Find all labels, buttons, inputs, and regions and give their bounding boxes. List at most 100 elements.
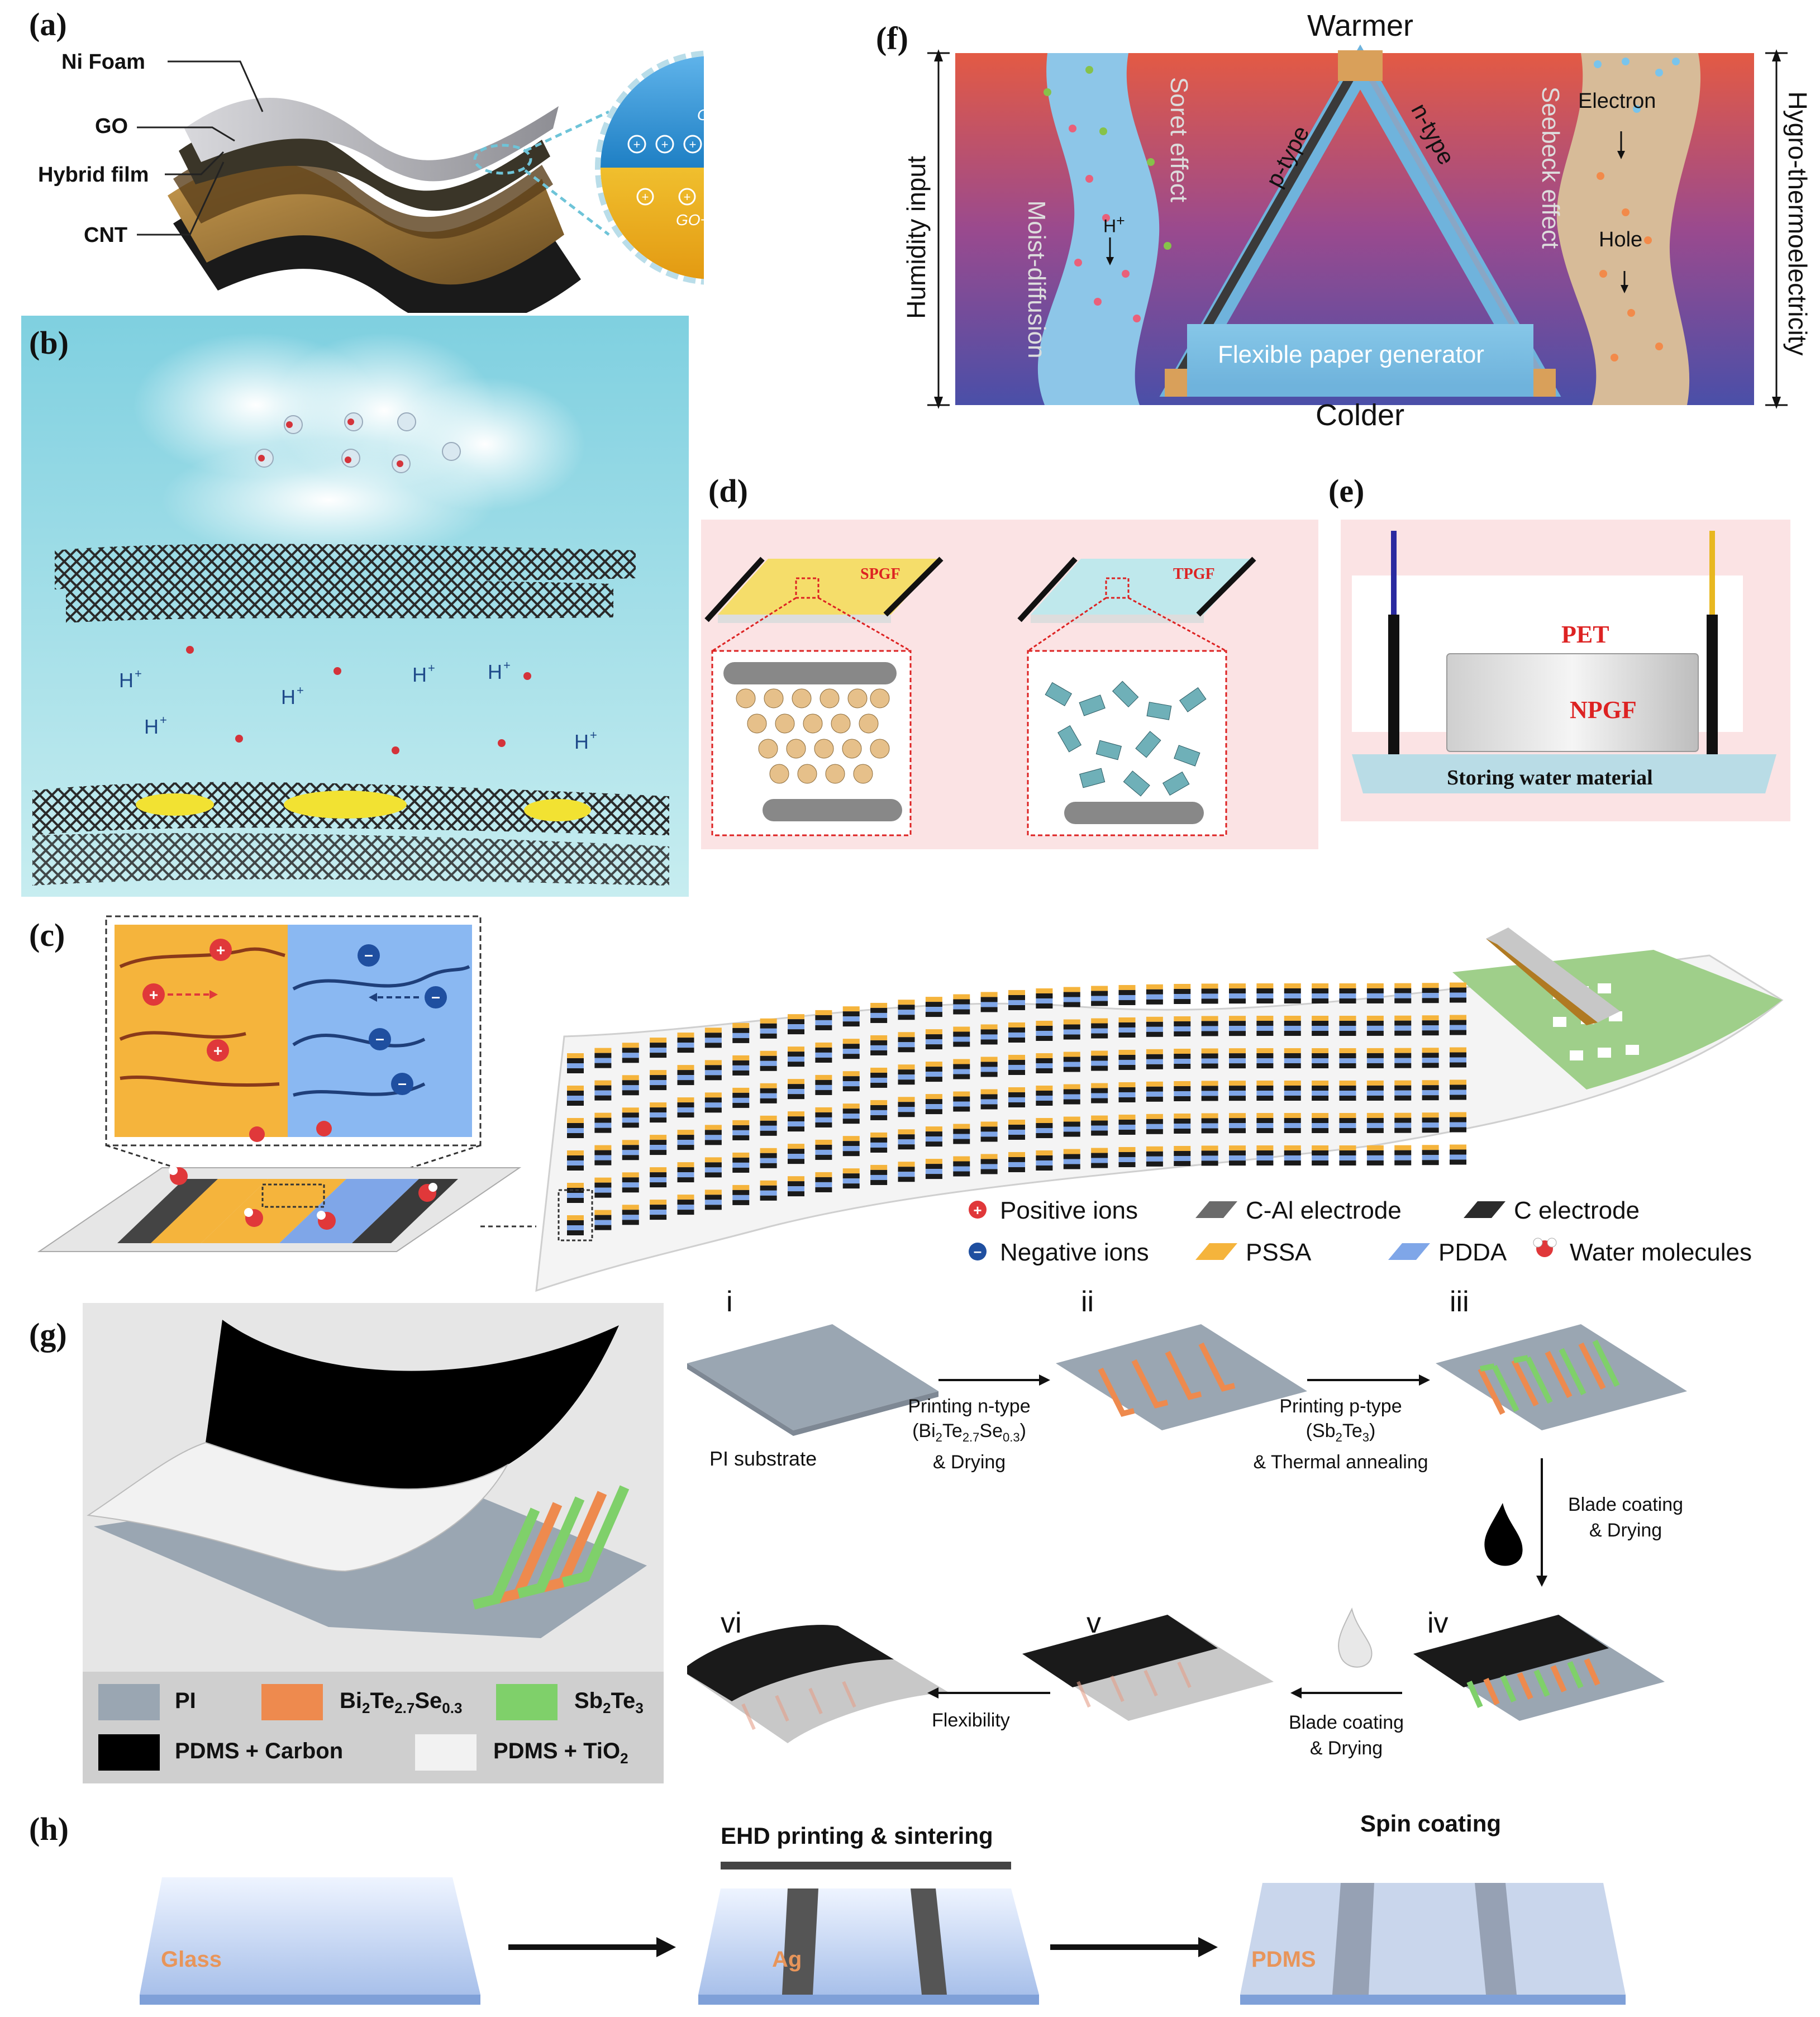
array-cell-layer — [1201, 1086, 1218, 1091]
step-vi: vi — [721, 1607, 742, 1639]
ag-label: Ag — [772, 1947, 802, 1972]
array-cell-layer — [1366, 1090, 1384, 1096]
array-cell-layer — [622, 1182, 639, 1188]
array-cell-layer — [1422, 1090, 1439, 1096]
array-cell-layer — [622, 1048, 639, 1053]
array-cell-layer — [925, 1067, 942, 1072]
array-cell-layer — [567, 1183, 584, 1188]
array-cell-layer — [870, 1072, 888, 1078]
array-cell-layer — [677, 1065, 694, 1071]
array-cell-layer — [760, 1130, 777, 1136]
array-cell-layer — [788, 1084, 804, 1090]
array-cell-layer — [622, 1053, 639, 1058]
array-cell-layer — [842, 1168, 860, 1174]
array-cell-layer — [1229, 983, 1246, 989]
array-cell-layer — [1118, 1087, 1136, 1092]
array-cell-layer — [1256, 983, 1274, 989]
array-cell-layer — [732, 1135, 750, 1140]
array-cell-layer — [898, 1010, 915, 1015]
panel-f-letter: (f) — [876, 20, 908, 56]
array-cell-layer — [622, 1145, 639, 1150]
array-cell-layer — [650, 1048, 667, 1053]
array-cell-layer — [567, 1086, 584, 1091]
panel-d-letter: (d) — [708, 473, 748, 509]
array-cell-layer — [1229, 1021, 1246, 1026]
array-cell-layer — [1063, 1089, 1080, 1095]
array-cell-layer — [1366, 998, 1384, 1003]
array-cell-layer — [870, 1105, 888, 1110]
array-cell-layer — [704, 1070, 722, 1076]
array-cell-layer — [1284, 1128, 1301, 1133]
array-cell-layer — [594, 1090, 612, 1096]
array-cell-layer — [1174, 1058, 1191, 1064]
array-cell-layer — [732, 1033, 750, 1038]
array-cell-layer — [1174, 983, 1191, 989]
array-cell-layer — [1118, 1059, 1136, 1065]
array-cell-layer — [567, 1150, 584, 1155]
array-cell-layer — [1008, 1005, 1025, 1010]
array-cell-layer — [1422, 1128, 1439, 1133]
panel-f-graphic — [927, 44, 1788, 409]
array-cell-layer — [1256, 1160, 1274, 1166]
array-cell-layer — [980, 1029, 998, 1035]
array-cell-layer — [622, 1043, 639, 1048]
array-cell-layer — [650, 1053, 667, 1058]
array-cell-layer — [1008, 1032, 1025, 1038]
array-cell-layer — [760, 1120, 777, 1126]
array-cell-layer — [1008, 1037, 1025, 1043]
array-cell-layer — [788, 1014, 804, 1020]
array-cell-layer — [1422, 1112, 1439, 1118]
svg-text:+: + — [633, 137, 641, 151]
array-cell-layer — [594, 1117, 612, 1123]
array-cell-layer — [567, 1225, 584, 1230]
array-cell-layer — [1422, 1053, 1439, 1058]
array-cell-layer — [1118, 990, 1136, 995]
array-cell-layer — [1036, 1165, 1053, 1171]
array-cell-layer — [953, 1166, 970, 1172]
array-cell-layer — [732, 1125, 750, 1130]
array-cell-layer — [1063, 1099, 1080, 1105]
array-cell-layer — [1312, 1118, 1329, 1124]
array-cell-layer — [898, 1107, 915, 1112]
array-cell-layer — [1284, 1117, 1301, 1123]
array-cell-layer — [815, 1052, 832, 1058]
array-cell-layer — [1339, 1150, 1356, 1156]
array-cell-layer — [677, 1102, 694, 1108]
array-cell-layer — [1450, 1079, 1466, 1085]
array-cell-layer — [870, 1115, 888, 1120]
panel-h-graphic — [140, 1862, 1626, 2005]
array-cell-layer — [1366, 1155, 1384, 1160]
array-cell-layer — [1339, 1081, 1356, 1086]
legend-pdda: PDDA — [1438, 1239, 1507, 1266]
array-cell-layer — [1450, 1020, 1466, 1025]
array-cell-layer — [1256, 1063, 1274, 1069]
array-cell-layer — [1394, 1048, 1412, 1053]
step-ii: ii — [1081, 1286, 1094, 1318]
array-cell-layer — [622, 1155, 639, 1160]
array-cell-layer — [760, 1163, 777, 1168]
panel-e-letter: (e) — [1328, 473, 1365, 509]
array-cell-layer — [760, 1115, 777, 1121]
array-cell-layer — [677, 1070, 694, 1076]
panel-g-process-graphic — [687, 1324, 1687, 1743]
array-cell-layer — [677, 1140, 694, 1145]
svg-text:H: H — [119, 669, 134, 692]
c-electrode-icon — [1464, 1201, 1505, 1218]
array-cell-layer — [594, 1150, 612, 1155]
svg-text:+: + — [689, 137, 697, 151]
array-cell-layer — [1008, 1054, 1025, 1060]
array-cell-layer — [650, 1117, 667, 1123]
legend-pi: PI — [175, 1688, 196, 1713]
array-cell-layer — [1174, 1128, 1191, 1134]
array-cell-layer — [953, 1096, 970, 1102]
array-cell-layer — [1312, 1128, 1329, 1134]
tpgf-label: TPGF — [1173, 565, 1215, 583]
array-cell-layer — [650, 1150, 667, 1155]
array-cell-layer — [567, 1101, 584, 1106]
array-cell-layer — [1063, 1084, 1080, 1090]
array-cell-layer — [567, 1091, 584, 1096]
array-cell-layer — [567, 1220, 584, 1225]
array-cell-layer — [1174, 1123, 1191, 1129]
array-cell-layer — [732, 1022, 750, 1028]
array-cell-layer — [760, 1180, 777, 1186]
